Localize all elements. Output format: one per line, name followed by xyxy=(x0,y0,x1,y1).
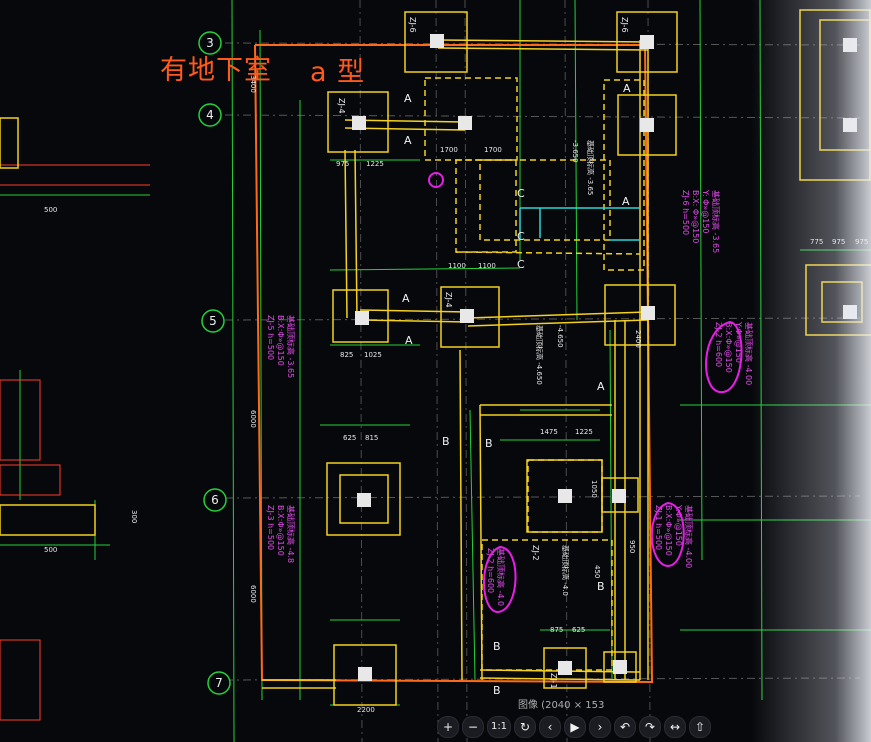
dim-text: 500 xyxy=(44,206,57,214)
axis-bubble-label: 6 xyxy=(211,493,219,507)
footing-id: ZJ-6 xyxy=(620,17,629,33)
footing-label: ZJ-6 h=500 xyxy=(681,190,690,235)
annotation-type: a 型 xyxy=(310,57,366,88)
section-mark: A xyxy=(404,134,412,147)
dim-text: 825 xyxy=(340,351,353,359)
section-mark: B xyxy=(597,580,605,593)
dim-text: 6000 xyxy=(249,410,257,428)
footing-label: B:X: Φ»@150 xyxy=(691,190,700,243)
section-mark: B xyxy=(485,437,493,450)
dim-text: 1100 xyxy=(478,262,496,270)
elev-note: -4.650 xyxy=(556,325,564,348)
section-mark: A xyxy=(622,195,630,208)
export-icon[interactable]: ⇧ xyxy=(689,716,711,738)
dim-text: 2200 xyxy=(357,706,375,714)
dim-text: 1700 xyxy=(440,146,458,154)
dim-text: 950 xyxy=(628,540,636,553)
section-mark: B xyxy=(493,640,501,653)
next-button[interactable]: › xyxy=(589,716,611,738)
dim-text: 815 xyxy=(365,434,378,442)
footing-label: B:X:Φ»@150 xyxy=(276,505,285,556)
image-info: 图像 (2040 × 153 xyxy=(518,700,605,711)
play-button[interactable]: ▶ xyxy=(564,716,586,738)
footing-label: Y:Φ»@150 xyxy=(734,321,743,363)
axis-bubble-label: 7 xyxy=(215,676,223,690)
viewer-toolbar: + − 1:1 ↻ ‹ ▶ › ↶ ↷ ↔ ⇧ xyxy=(437,714,711,740)
section-mark: A xyxy=(402,292,410,305)
footing-label: 基础顶标高 -4.00 xyxy=(684,505,694,568)
rotate-left-icon[interactable]: ↶ xyxy=(614,716,636,738)
footing-label: 基础顶标高 -4.00 xyxy=(744,322,754,385)
zoom-out-button[interactable]: − xyxy=(462,716,484,738)
footing-label: Y: Φ»@150 xyxy=(701,189,710,234)
dim-text: 975 xyxy=(336,160,349,168)
footing-label: ZJ-2 h=600 xyxy=(714,322,723,367)
refresh-icon[interactable]: ↻ xyxy=(514,716,536,738)
footing-label: ZJ-5 h=500 xyxy=(266,315,275,360)
rotate-right-icon[interactable]: ↷ xyxy=(639,716,661,738)
section-mark: A xyxy=(404,92,412,105)
dim-text: 6000 xyxy=(249,585,257,603)
footing-label: 基础顶标高 -4.0 xyxy=(496,548,506,606)
section-mark: B xyxy=(493,684,501,697)
footing-label: B:X:Φ»@150 xyxy=(724,322,733,373)
footing-id: ZJ-4 xyxy=(444,292,453,308)
zoom-in-button[interactable]: + xyxy=(437,716,459,738)
section-mark: C xyxy=(517,187,525,200)
dim-text: 450 xyxy=(593,565,601,578)
footing-label: Y:Φ»@150 xyxy=(674,504,683,546)
fit-width-icon[interactable]: ↔ xyxy=(664,716,686,738)
dim-text: 1025 xyxy=(364,351,382,359)
dim-text: 625 xyxy=(343,434,356,442)
dim-text: 975 xyxy=(832,238,845,246)
footing-id: ZJ-6 xyxy=(408,17,417,33)
dim-text: 625 xyxy=(572,626,585,634)
axis-bubble-label: 3 xyxy=(206,36,214,50)
footing-label: B:X:Φ»@150 xyxy=(276,315,285,366)
annotation-title: 有地下室 xyxy=(160,55,272,86)
axis-bubble-label: 5 xyxy=(209,314,217,328)
elev-note: 基础顶标高 -4.650 xyxy=(535,325,544,385)
footing-label: ZJ-3 h=500 xyxy=(266,505,275,550)
section-mark: A xyxy=(597,380,605,393)
dim-text: 1700 xyxy=(484,146,502,154)
footing-id: ZJ-1 xyxy=(549,673,558,689)
dim-text: 875 xyxy=(550,626,563,634)
dim-text: 3400 xyxy=(249,75,257,93)
elev-note: -3.650 xyxy=(571,140,579,163)
footing-label: ZJ-1 h=500 xyxy=(654,505,663,550)
elev-note: 基础顶标高 -3.65 xyxy=(586,140,595,195)
dim-text: 1475 xyxy=(540,428,558,436)
section-mark: C xyxy=(517,258,525,271)
footing-id: ZJ-4 xyxy=(337,98,346,114)
dim-text: 775 xyxy=(810,238,823,246)
dim-text: 500 xyxy=(44,546,57,554)
prev-button[interactable]: ‹ xyxy=(539,716,561,738)
dim-text: 1050 xyxy=(590,480,598,498)
elev-note: 基础顶标高 -4.0 xyxy=(561,545,570,596)
footing-label: B:X:Φ»@150 xyxy=(664,505,673,556)
axis-bubble-label: 4 xyxy=(206,108,214,122)
footing-label: 基础顶标高 -4.8 xyxy=(286,505,296,563)
footing-label: 基础顶标高 -3.65 xyxy=(286,315,296,378)
dim-text: 1100 xyxy=(448,262,466,270)
actual-size-button[interactable]: 1:1 xyxy=(487,716,511,738)
dim-text: 1225 xyxy=(366,160,384,168)
section-mark: C xyxy=(517,230,525,243)
section-mark: B xyxy=(442,435,450,448)
dim-text: 300 xyxy=(130,510,138,523)
dim-text: 1225 xyxy=(575,428,593,436)
dim-text: 975 xyxy=(855,238,868,246)
section-mark: A xyxy=(623,82,631,95)
footing-id: ZJ-2 xyxy=(531,545,540,561)
dim-text: 2400 xyxy=(634,330,642,348)
footing-label: ZJ-2 h=600 xyxy=(486,548,495,593)
section-mark: A xyxy=(405,334,413,347)
footing-label: 基础顶标高 -3.65 xyxy=(711,190,721,253)
